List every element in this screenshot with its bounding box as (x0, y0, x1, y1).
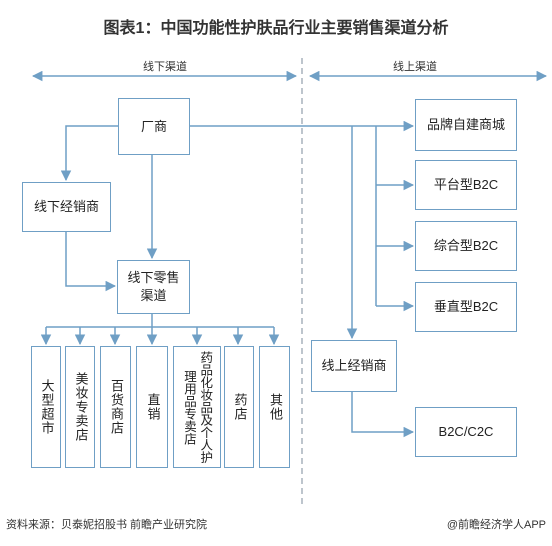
arrow-distributor-retail (65, 232, 117, 292)
page-title: 图表1：中国功能性护肤品行业主要销售渠道分析 (103, 20, 449, 37)
arrow-to-b2c-c2c (351, 392, 415, 438)
section-online-label: 线上渠道 (393, 61, 437, 73)
node-vertical-b2c: 垂直型B2C (415, 282, 517, 332)
node-direct-sales: 直销 (136, 346, 168, 468)
node-general-b2c: 综合型B2C (415, 221, 517, 271)
node-b2c-c2c: B2C/C2C (415, 407, 517, 457)
node-offline-retail-line2: 渠道 (140, 288, 167, 303)
node-online-distributor: 线上经销商 (311, 340, 397, 392)
node-hypermarket: 大型超市 (31, 346, 61, 468)
node-manufacturer: 厂商 (118, 98, 190, 155)
node-offline-retail-line1: 线下零售 (127, 270, 180, 286)
brand-credit: @前瞻经济学人APP (446, 519, 546, 531)
node-brand-mall: 品牌自建商城 (415, 99, 517, 151)
node-cosmetics-store: 美妆专卖店 (65, 346, 95, 468)
node-offline-retail: 线下零售 渠道 (117, 260, 190, 314)
node-pharmacy: 药店 (224, 346, 254, 468)
arrow-manufacturer-distributor (60, 125, 118, 182)
node-other: 其他 (259, 346, 290, 468)
section-offline-label: 线下渠道 (143, 61, 187, 73)
node-department-store: 百货商店 (100, 346, 131, 468)
node-pharma-store: 药品化妆品及个人护理用品专卖店 (173, 346, 221, 468)
node-platform-b2c: 平台型B2C (415, 160, 517, 210)
source-note: 资料来源：贝泰妮招股书 前瞻产业研究院 (6, 519, 208, 531)
node-offline-distributor: 线下经销商 (22, 182, 111, 232)
